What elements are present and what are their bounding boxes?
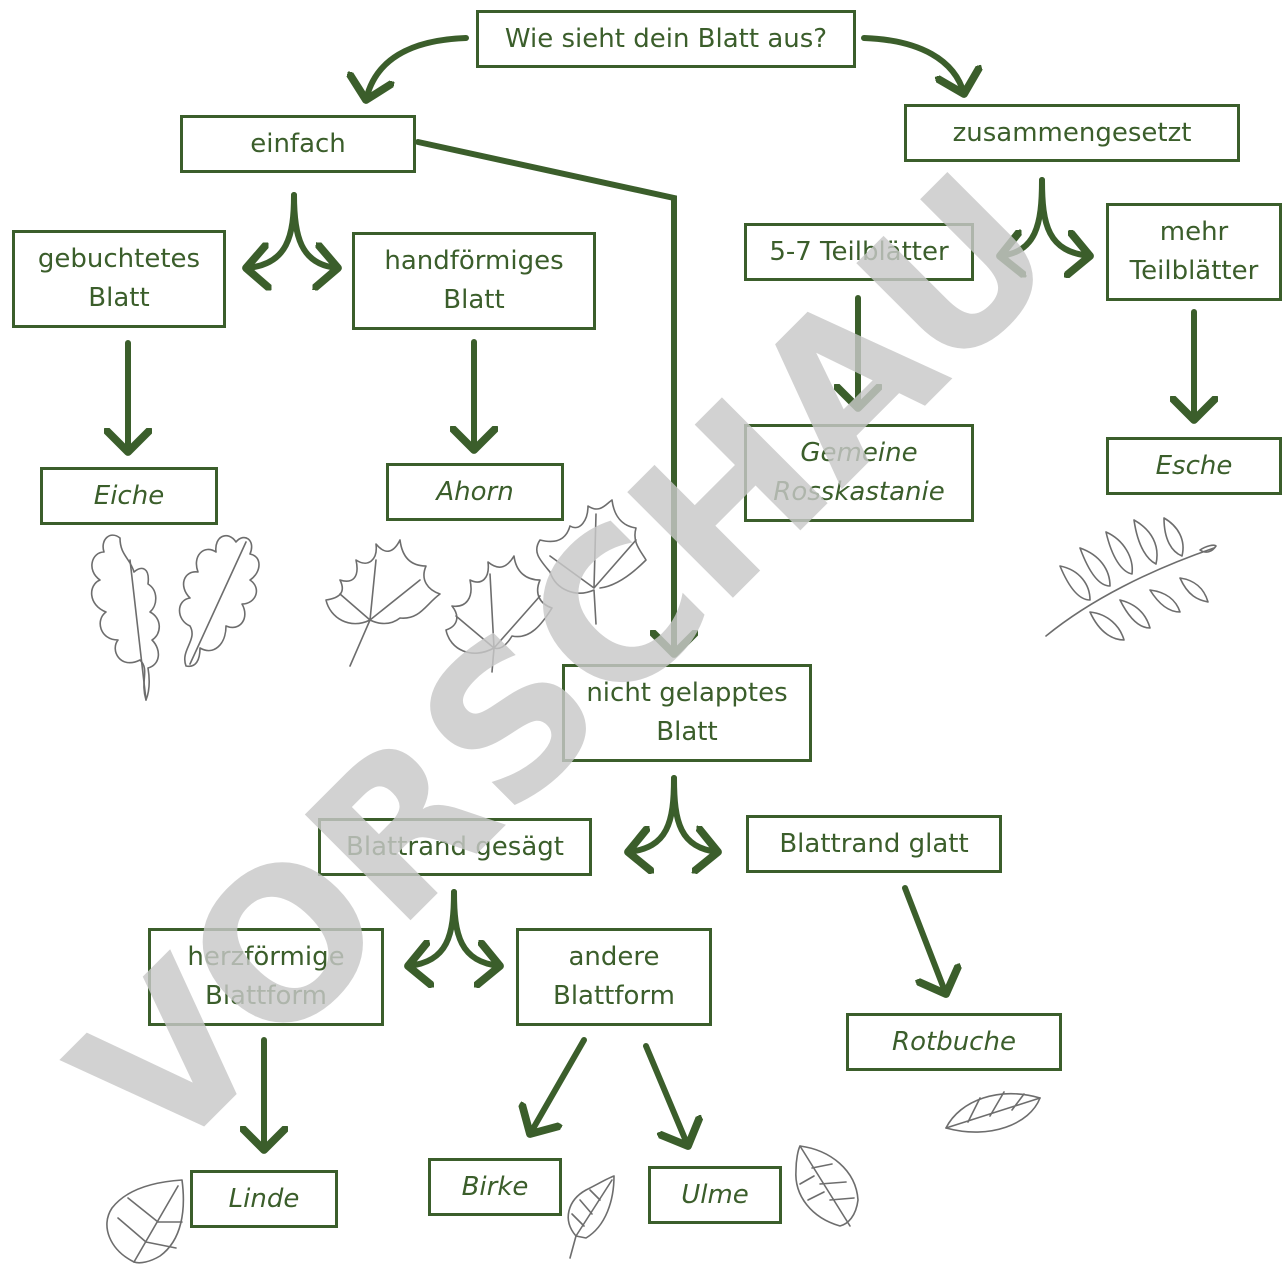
- fork-einfach-right: [291, 192, 338, 268]
- node-andere-blattform: andere Blattform: [516, 928, 712, 1026]
- fork-gesaegt-right: [451, 889, 500, 966]
- arrow-root-zusammengesetzt: [861, 35, 964, 94]
- node-herzfoermig-line2: Blattform: [204, 981, 327, 1011]
- oak-leaf-icon: [178, 534, 260, 668]
- node-mehr-teilblaetter: mehr Teilblätter: [1106, 203, 1282, 301]
- node-blattrand-gesaegt-label: Blattrand gesägt: [346, 831, 564, 862]
- beech-leaf-icon: [945, 1091, 1041, 1133]
- node-zusammengesetzt: zusammengesetzt: [904, 104, 1240, 162]
- maple-leaf-icon: [445, 555, 553, 673]
- arrow-glatt-rotbuche: [902, 885, 946, 994]
- node-blattrand-glatt-label: Blattrand glatt: [779, 828, 969, 859]
- arrow-andere-birke: [530, 1037, 587, 1134]
- fork-nicht-gelappt-right: [671, 775, 718, 852]
- fork-zusammengesetzt-right: [1039, 177, 1090, 256]
- node-linde: Linde: [190, 1170, 338, 1228]
- node-nicht-gelappt-line1: nicht gelapptes: [586, 678, 788, 708]
- node-birke: Birke: [428, 1158, 562, 1216]
- node-rosskastanie-line2: Rosskastanie: [773, 477, 945, 507]
- node-eiche-label: Eiche: [93, 480, 165, 511]
- node-esche: Esche: [1106, 437, 1282, 495]
- oak-leaf-icon: [90, 534, 161, 701]
- node-mehr-teilblaetter-line2: Teilblätter: [1129, 256, 1259, 286]
- node-nicht-gelappt: nicht gelapptes Blatt: [562, 664, 812, 762]
- node-eiche: Eiche: [40, 467, 218, 525]
- node-rosskastanie-line1: Gemeine: [800, 438, 918, 468]
- node-herzfoermig: herzförmige Blattform: [148, 928, 384, 1026]
- node-rotbuche-label: Rotbuche: [892, 1026, 1016, 1057]
- node-gebuchtet-line1: gebuchtetes: [37, 244, 201, 274]
- maple-leaf-icon: [535, 499, 647, 625]
- node-rotbuche: Rotbuche: [846, 1013, 1062, 1071]
- node-ulme: Ulme: [648, 1166, 782, 1224]
- linden-leaf-icon: [106, 1179, 185, 1264]
- node-root-label: Wie sieht dein Blatt aus?: [504, 23, 828, 54]
- node-handfoermig: handförmiges Blatt: [352, 232, 596, 330]
- arrow-andere-ulme: [643, 1043, 688, 1146]
- birch-leaf-icon: [567, 1175, 615, 1259]
- node-andere-blattform-line2: Blattform: [552, 981, 675, 1011]
- node-zusammengesetzt-label: zusammengesetzt: [952, 117, 1192, 148]
- node-andere-blattform-line1: andere: [568, 942, 660, 972]
- node-rosskastanie: Gemeine Rosskastanie: [744, 424, 974, 522]
- node-root: Wie sieht dein Blatt aus?: [476, 10, 856, 68]
- node-ulme-label: Ulme: [681, 1179, 749, 1210]
- arrow-root-einfach: [366, 35, 469, 100]
- maple-leaf-icon: [325, 539, 441, 667]
- node-gebuchtet-line2: Blatt: [88, 283, 150, 313]
- node-birke-label: Birke: [461, 1171, 529, 1202]
- node-einfach: einfach: [180, 115, 416, 173]
- node-einfach-label: einfach: [250, 128, 346, 159]
- node-nicht-gelappt-line2: Blatt: [656, 717, 718, 747]
- node-handfoermig-line2: Blatt: [443, 285, 505, 315]
- connector-einfach-nicht-gelappt: [415, 139, 674, 654]
- node-blattrand-gesaegt: Blattrand gesägt: [318, 818, 592, 876]
- node-linde-label: Linde: [228, 1183, 300, 1214]
- node-esche-label: Esche: [1155, 450, 1233, 481]
- ash-leaf-icon: [1045, 517, 1217, 641]
- node-ahorn-label: Ahorn: [436, 476, 514, 507]
- node-ahorn: Ahorn: [386, 463, 564, 521]
- elm-leaf-icon: [795, 1145, 859, 1227]
- node-gebuchtet: gebuchtetes Blatt: [12, 230, 226, 328]
- node-blattrand-glatt: Blattrand glatt: [746, 815, 1002, 873]
- node-handfoermig-line1: handförmiges: [384, 246, 564, 276]
- node-teilblaetter-57: 5-7 Teilblätter: [744, 223, 974, 281]
- node-mehr-teilblaetter-line1: mehr: [1159, 217, 1229, 247]
- node-teilblaetter-57-label: 5-7 Teilblätter: [769, 236, 949, 267]
- node-herzfoermig-line1: herzförmige: [187, 942, 345, 972]
